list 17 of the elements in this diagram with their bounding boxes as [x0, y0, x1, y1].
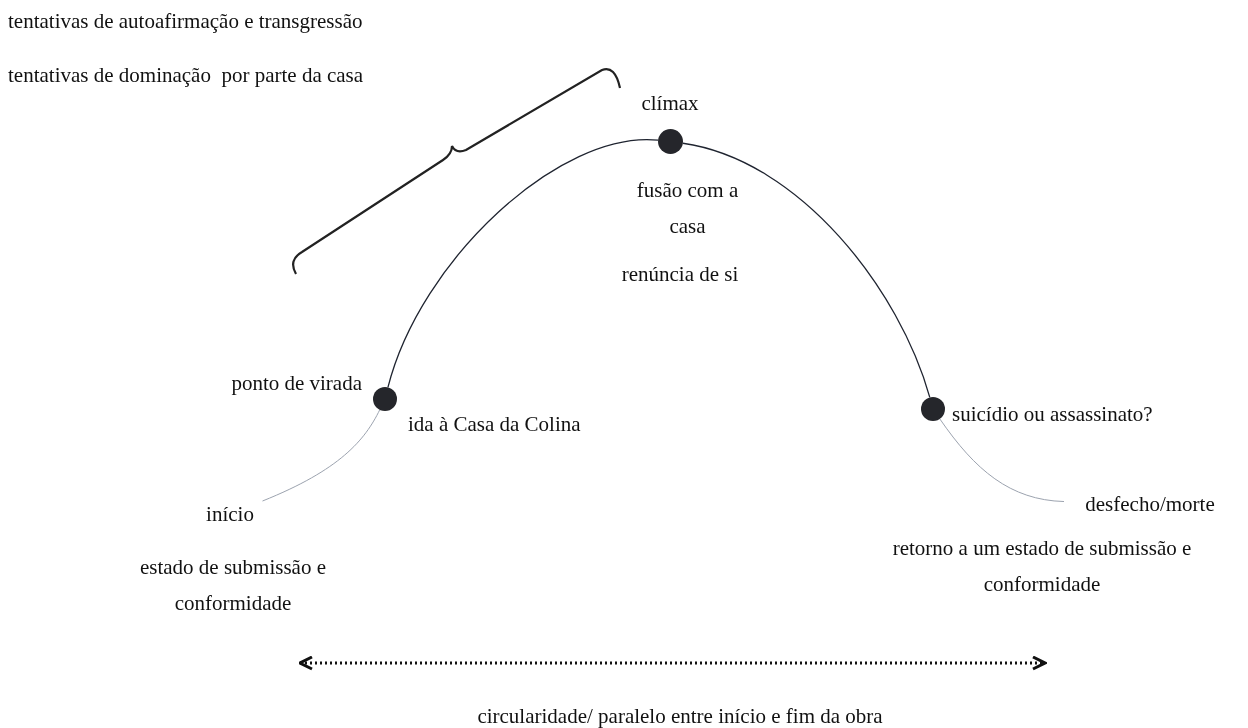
annotation-text: fusão com a casa — [635, 177, 740, 240]
stage-label: desfecho/morte — [1064, 491, 1236, 517]
annotation-text: renúncia de si — [620, 261, 740, 288]
annotation-text: suicídio ou assassinato? — [952, 401, 1154, 428]
annotation-text: estado de submissão e conformidade — [138, 554, 327, 617]
annotation-text: tentativas de autoafirmação e transgressão — [8, 8, 364, 34]
annotation-text: clímax — [640, 90, 700, 117]
curve-line — [387, 139, 659, 388]
annotation-text: ida à Casa da Colina — [408, 411, 582, 438]
stage-label: início — [196, 501, 264, 527]
curve-line — [939, 418, 1065, 503]
curve-line — [262, 409, 381, 502]
annotation-text: ponto de virada — [230, 370, 362, 397]
annotation-text: tentativas de dominação por parte da casa — [8, 62, 365, 88]
annotation-text: circularidade/ paralelo entre início e fim da obra — [476, 703, 884, 728]
annotation-text: retorno a um estado de submissão e conformidade — [891, 535, 1193, 598]
curve-line — [682, 142, 931, 399]
